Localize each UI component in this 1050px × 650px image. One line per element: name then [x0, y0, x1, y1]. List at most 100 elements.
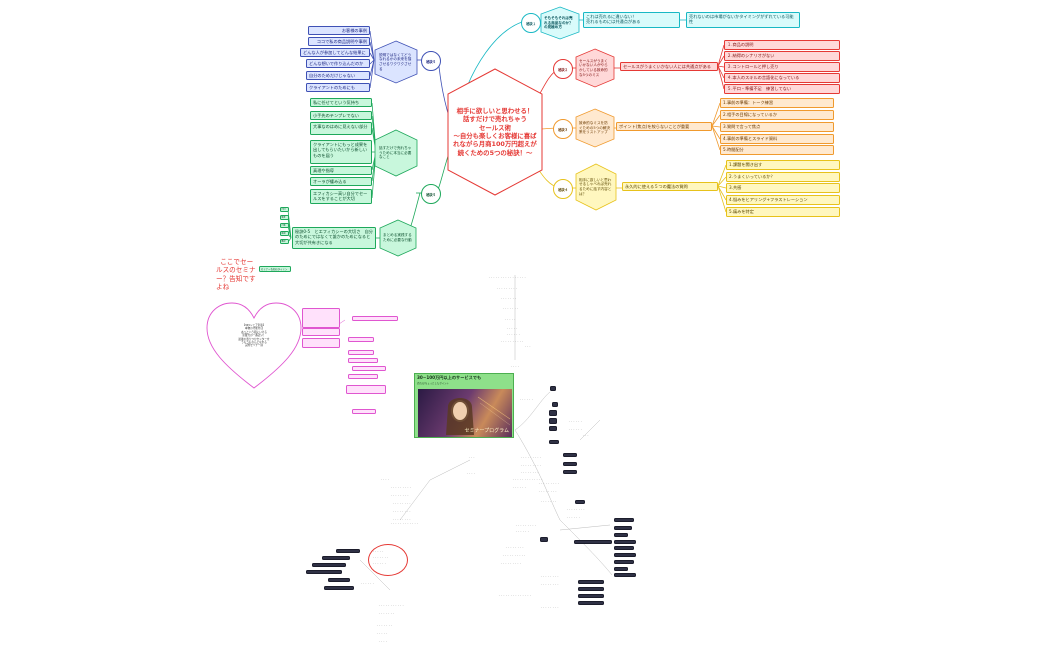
seminar-note[interactable]: ここでセールスのセミナー？告知ですよね	[216, 250, 256, 291]
pink-box-2[interactable]	[302, 328, 340, 336]
secret5-item-5[interactable]: 自分のためだけじゃない	[306, 71, 370, 80]
dark-node-28[interactable]	[312, 563, 346, 567]
dark-node-8[interactable]	[563, 462, 577, 466]
secret4-item-5[interactable]: 5.痛みを特定	[726, 207, 840, 217]
pink-box-1[interactable]	[302, 308, 340, 328]
secret5-item-1[interactable]: お客様の事例	[308, 26, 370, 35]
secret5-item-3[interactable]: どんな人が参加してどんな結果に	[300, 48, 370, 57]
secret6-item-1[interactable]: 私に任せてという気持ち	[310, 98, 372, 107]
summary-node[interactable]: まとめる実践するために必要な行動	[379, 219, 417, 257]
secret4-item-3[interactable]: 3.共感	[726, 183, 840, 193]
secret4-item-1[interactable]: 1.課題を聞き出す	[726, 160, 840, 170]
dark-node-9[interactable]	[563, 470, 577, 474]
summary-small-1[interactable]: 日付	[280, 207, 289, 212]
secret6-item-2[interactable]: 小手先のテンプレでない	[310, 111, 372, 120]
secret3-node[interactable]: 致命的なミスを防ぐための5つの解決策をリストアップ	[575, 108, 615, 148]
secret2-item-4[interactable]: ４.本人のスキルの言語化になっている	[724, 73, 840, 83]
dark-node-16[interactable]	[614, 546, 634, 550]
secret3-item-2[interactable]: 2.相手の目線になっているか	[720, 110, 834, 120]
dark-node-31[interactable]	[324, 586, 354, 590]
secret-circle-1[interactable]: 秘訣１	[521, 13, 541, 33]
secret-circle-4[interactable]: 秘訣４	[553, 179, 573, 199]
dark-node-3[interactable]	[549, 410, 557, 416]
seminar-small-node[interactable]: セミナー告知のタイミング	[259, 266, 291, 272]
secret5-item-2[interactable]: ココで私の商品説明や事例	[308, 37, 370, 46]
dark-node-23[interactable]	[578, 587, 604, 591]
dark-node-19[interactable]	[614, 567, 628, 571]
secret2-item-5[interactable]: ５.平口・準備不足 練習してない	[724, 84, 840, 94]
dark-node-5[interactable]	[549, 426, 557, 431]
dark-node-21[interactable]	[574, 540, 612, 544]
secret3-item-4[interactable]: 4.事前の準備とスライド資料	[720, 134, 834, 144]
promo-card[interactable]: 30~100万円以上のサービスでも 売れる/ちょっとしたポイント セミナープログ…	[414, 373, 514, 438]
secret2-item-1[interactable]: １.商品の説明	[724, 40, 840, 50]
summary-small-2[interactable]: 備考	[280, 215, 289, 220]
pink-box-4[interactable]	[352, 316, 398, 321]
dark-node-6[interactable]	[549, 440, 559, 444]
secret5-blue-node[interactable]: 説明ではなくてどうなれるかの未来を描させるワクワクさせる	[374, 40, 418, 84]
pink-box-9[interactable]	[348, 374, 378, 379]
dark-node-17[interactable]	[614, 553, 636, 557]
dark-node-11[interactable]	[540, 537, 548, 542]
secret1-item-2[interactable]: 売れないのは市場がないかタイミングがずれている可能性	[686, 12, 800, 28]
dark-node-4[interactable]	[549, 418, 557, 424]
secret2-item-3[interactable]: ３.コントロールと押し売り	[724, 62, 840, 72]
secret-circle-5-green[interactable]: 秘訣５	[421, 184, 441, 204]
summary-small-5[interactable]: 確認	[280, 239, 289, 244]
red-circle-note[interactable]	[368, 544, 408, 576]
dark-node-15[interactable]	[614, 540, 636, 544]
dark-node-27[interactable]	[322, 556, 350, 560]
dark-node-12[interactable]	[614, 518, 634, 522]
secret6-item-4[interactable]: クライアントにもっと成果を出してもらいたいから新しいものを届う	[310, 140, 372, 164]
dark-node-25[interactable]	[578, 601, 604, 605]
dark-node-20[interactable]	[614, 573, 636, 577]
dark-node-30[interactable]	[328, 578, 350, 582]
secret5-item-6[interactable]: クライアントのためにも	[306, 83, 370, 92]
dark-node-29[interactable]	[306, 570, 342, 574]
secret1-node[interactable]: そもそもそれは売れる商品なのか？の見極め方	[540, 6, 580, 40]
summary-small-4[interactable]: 練習	[280, 231, 289, 236]
secret-circle-3[interactable]: 秘訣３	[553, 119, 573, 139]
dark-node-24[interactable]	[578, 594, 604, 598]
dark-node-7[interactable]	[563, 453, 577, 457]
pink-box-8[interactable]	[352, 366, 386, 371]
summary-item[interactable]: 秘訣0-5 とエフィカシーの大切さ 自分のためにではなくて誰かのためになると大切…	[292, 227, 376, 249]
dark-node-26[interactable]	[336, 549, 360, 553]
secret3-subnode[interactable]: ポイント(焦点)を絞らないことが重要	[616, 122, 712, 131]
secret-circle-5-blue[interactable]: 秘訣５	[421, 51, 441, 71]
dark-node-14[interactable]	[614, 533, 628, 537]
heart-shape[interactable]: 【365シェア別表】 本物の才能をは あっという間にいける 影響力の一番近い！ …	[205, 300, 303, 392]
secret4-item-2[interactable]: 2.うまくいっているか？	[726, 172, 840, 182]
secret3-item-1[interactable]: 1.事前の準備：トーク練習	[720, 98, 834, 108]
pink-box-3[interactable]	[302, 338, 340, 348]
secret1-item-1[interactable]: これは売れるに違いない！ 売れるものには共通点がある	[583, 12, 680, 28]
secret6-item-7[interactable]: エフィカシー高い自分でセールスをすることが大切	[310, 189, 372, 204]
secret4-subnode[interactable]: 永久的に使える５つの魔法の質問	[622, 182, 718, 191]
pink-box-10[interactable]	[346, 385, 386, 394]
pink-box-11[interactable]	[352, 409, 376, 414]
secret4-item-4[interactable]: 4.悩みをヒアリング+フラストレーション	[726, 195, 840, 205]
dark-node-1[interactable]	[550, 386, 556, 391]
summary-small-3[interactable]: 行動	[280, 223, 289, 228]
secret2-subnode[interactable]: セールスがうまくいかない人には共通点がある	[620, 62, 718, 71]
secret3-item-5[interactable]: 5.時間配分	[720, 145, 834, 155]
secret6-item-3[interactable]: 大事なのはめに見えない部分	[310, 122, 372, 135]
dark-node-13[interactable]	[614, 526, 632, 530]
pink-box-6[interactable]	[348, 350, 374, 355]
secret6-item-5[interactable]: 真理や指導	[310, 166, 372, 175]
pink-box-7[interactable]	[348, 358, 378, 363]
dark-node-10[interactable]	[575, 500, 585, 504]
secret3-item-3[interactable]: 3.質問で言って焦点	[720, 122, 834, 132]
secret6-node[interactable]: 話すだけで売れちゃうために本当に必要なこと	[374, 129, 418, 177]
secret2-node[interactable]: セールスがうまくいかない人がやらかしている致命的な5つのミス	[575, 48, 615, 88]
secret6-item-6[interactable]: オーラが纏み込る	[310, 177, 372, 186]
dark-node-18[interactable]	[614, 560, 634, 564]
dark-node-22[interactable]	[578, 580, 604, 584]
secret4-node[interactable]: 相手に欲しいと思わせるしゃべれば売れるために話す内容とは？	[575, 163, 617, 211]
central-topic[interactable]: 相手に欲しいと思わせる！ 話すだけで売れちゃう セールス術 〜自分も楽しくお客様…	[447, 68, 543, 196]
dark-node-2[interactable]	[552, 402, 558, 407]
secret-circle-2[interactable]: 秘訣２	[553, 59, 573, 79]
pink-box-5[interactable]	[348, 337, 374, 342]
secret2-item-2[interactable]: ２.納得のシナリオがない	[724, 51, 840, 61]
secret5-item-4[interactable]: どんな想いで作り込んだのか	[306, 59, 370, 68]
